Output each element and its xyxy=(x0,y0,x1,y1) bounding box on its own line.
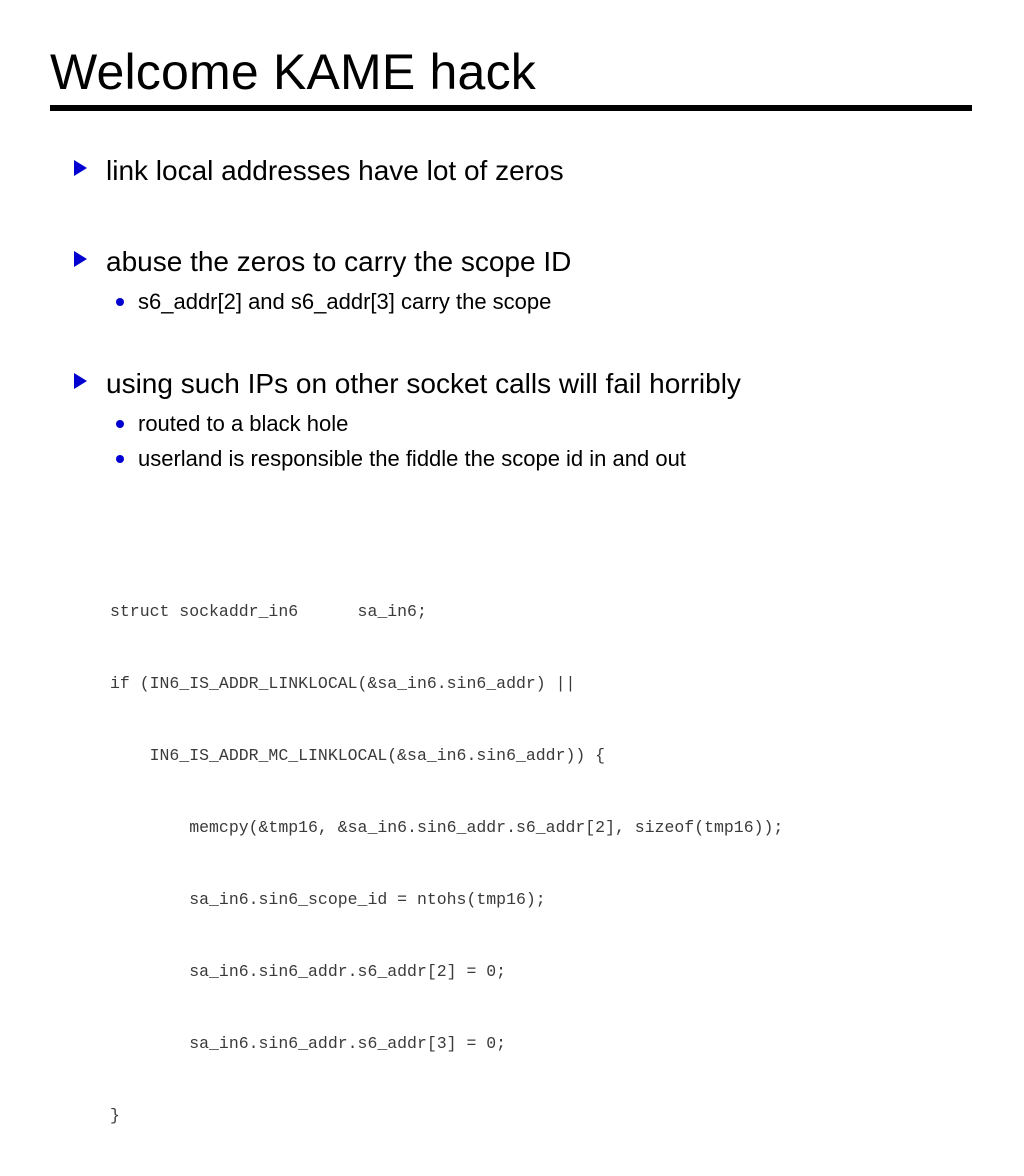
sub-bullet-item: s6_addr[2] and s6_addr[3] carry the scop… xyxy=(72,285,972,320)
sub-bullet-list: s6_addr[2] and s6_addr[3] carry the scop… xyxy=(72,285,972,320)
slide-title-block: Welcome KAME hack xyxy=(50,46,972,111)
triangle-right-icon xyxy=(74,251,87,268)
bullet-item-2: abuse the zeros to carry the scope ID xyxy=(72,239,972,284)
presentation-slide: Welcome KAME hack link local addresses h… xyxy=(50,45,972,1125)
slide-body: link local addresses have lot of zeros a… xyxy=(72,148,972,476)
sub-bullet-label: s6_addr[2] and s6_addr[3] carry the scop… xyxy=(138,288,552,314)
code-line: IN6_IS_ADDR_MC_LINKLOCAL(&sa_in6.sin6_ad… xyxy=(110,746,606,765)
sub-bullet-list: routed to a black hole userland is respo… xyxy=(72,407,972,477)
bullet-label: abuse the zeros to carry the scope ID xyxy=(106,246,572,278)
code-line: sa_in6.sin6_scope_id = ntohs(tmp16); xyxy=(110,890,546,909)
sub-bullet-label: userland is responsible the fiddle the s… xyxy=(138,445,686,471)
title-underline-rule xyxy=(50,105,972,111)
bullet-group: abuse the zeros to carry the scope ID s6… xyxy=(72,239,972,319)
code-line: memcpy(&tmp16, &sa_in6.sin6_addr.s6_addr… xyxy=(110,818,784,837)
sub-bullet-label: routed to a black hole xyxy=(138,410,349,436)
code-line: sa_in6.sin6_addr.s6_addr[2] = 0; xyxy=(110,962,507,981)
code-line: struct sockaddr_in6 sa_in6; xyxy=(110,602,427,621)
bullet-item-3: using such IPs on other socket calls wil… xyxy=(72,361,972,406)
dot-icon xyxy=(116,419,124,428)
bullet-item-1: link local addresses have lot of zeros xyxy=(72,148,972,193)
bullet-label: link local addresses have lot of zeros xyxy=(106,155,564,186)
code-line: sa_in6.sin6_addr.s6_addr[3] = 0; xyxy=(110,1034,507,1053)
dot-icon xyxy=(116,297,124,306)
code-snippet: struct sockaddr_in6 sa_in6; if (IN6_IS_A… xyxy=(110,552,783,1176)
bullet-label: using such IPs on other socket calls wil… xyxy=(106,368,741,400)
sub-bullet-item: userland is responsible the fiddle the s… xyxy=(72,442,972,477)
triangle-right-icon xyxy=(74,160,87,176)
dot-icon xyxy=(116,454,124,463)
page-title: Welcome KAME hack xyxy=(50,44,536,100)
bullet-group: using such IPs on other socket calls wil… xyxy=(72,361,972,476)
sub-bullet-item: routed to a black hole xyxy=(72,407,972,442)
code-line: if (IN6_IS_ADDR_LINKLOCAL(&sa_in6.sin6_a… xyxy=(110,674,576,693)
code-line: } xyxy=(110,1106,120,1125)
triangle-right-icon xyxy=(74,373,87,390)
bullet-group: link local addresses have lot of zeros xyxy=(72,148,972,193)
